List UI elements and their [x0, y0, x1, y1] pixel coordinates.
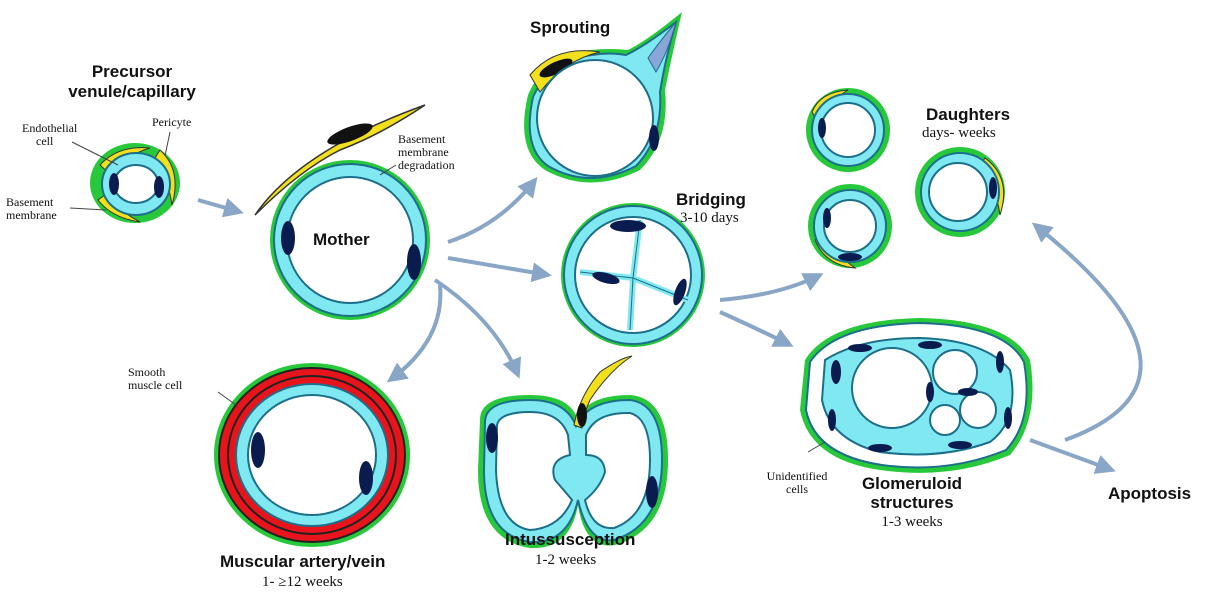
- precursor-title-line1: Precursor: [62, 62, 202, 82]
- pericyte-label: Pericyte: [152, 116, 191, 129]
- endothelial-cell-label: Endothelial cell: [22, 122, 77, 148]
- smooth-muscle-line2: muscle cell: [128, 379, 182, 392]
- daughters-time: days- weeks: [922, 125, 996, 142]
- glomeruloid-label: Glomeruloid structures: [852, 474, 972, 512]
- intussusception-time: 1-2 weeks: [535, 552, 596, 569]
- precursor-title-line2: venule/capillary: [62, 82, 202, 102]
- endothelial-label-line2: cell: [22, 135, 77, 148]
- basement-membrane-label: Basement membrane: [6, 196, 57, 222]
- intussusception-label: Intussusception: [505, 530, 635, 550]
- mother-label: Mother: [313, 230, 370, 250]
- glomeruloid-line1: Glomeruloid: [852, 474, 972, 493]
- glomeruloid-time: 1-3 weeks: [852, 514, 972, 531]
- bridging-label: Bridging: [676, 190, 746, 210]
- muscular-label: Muscular artery/vein: [220, 552, 385, 572]
- bm-degradation-line3: degradation: [398, 159, 455, 172]
- bm-degradation-label: Basement membrane degradation: [398, 133, 455, 172]
- intussusception-vessel: [478, 356, 668, 548]
- precursor-title: Precursor venule/capillary: [62, 62, 202, 102]
- sprouting-label: Sprouting: [530, 18, 610, 38]
- glomeruloid-structure: [800, 318, 1033, 473]
- smooth-muscle-label: Smooth muscle cell: [128, 366, 182, 392]
- glomeruloid-line2: structures: [852, 493, 972, 512]
- daughter-vessel-3: [915, 147, 1005, 237]
- daughter-vessel-2: [808, 184, 892, 268]
- muscular-time: 1- ≥12 weeks: [262, 574, 343, 591]
- muscular-vessel: [214, 363, 410, 547]
- precursor-vessel: [70, 132, 180, 223]
- basement-label-line2: membrane: [6, 209, 57, 222]
- unidentified-cells-label: Unidentified cells: [752, 470, 842, 496]
- unidentified-line2: cells: [752, 483, 842, 496]
- daughters-label: Daughters: [926, 105, 1010, 125]
- apoptosis-label: Apoptosis: [1108, 484, 1191, 504]
- daughter-vessel-1: [806, 88, 890, 172]
- bridging-time: 3-10 days: [680, 210, 739, 227]
